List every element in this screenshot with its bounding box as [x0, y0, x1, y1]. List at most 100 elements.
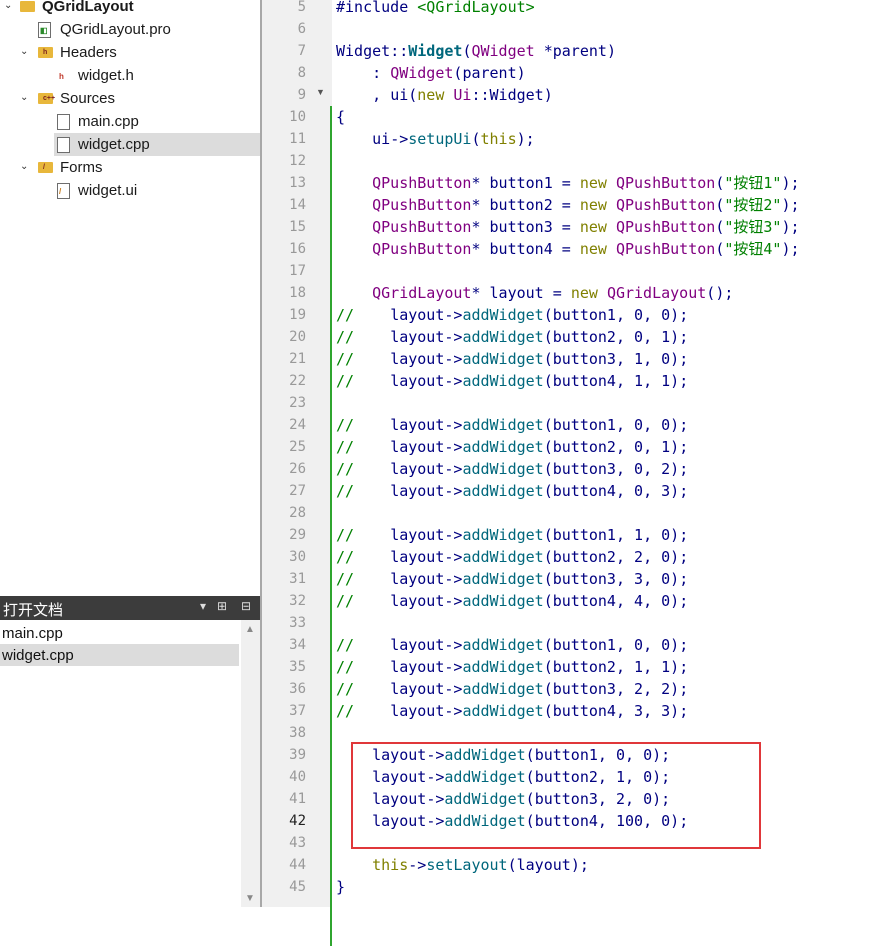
project-tree: ⌄ QGridLayout ◧ QGridLayout.pro ⌄ h Head…	[0, 0, 260, 596]
line-number: 12	[289, 153, 306, 169]
code-line[interactable]: : QWidget(parent)	[372, 64, 526, 82]
code-line[interactable]: Widget::Widget(QWidget *parent)	[336, 42, 616, 60]
code-line[interactable]: // layout->addWidget(button1, 0, 0);	[336, 306, 689, 324]
code-line[interactable]: // layout->addWidget(button4, 0, 3);	[336, 482, 689, 500]
tree-item-label: main.cpp	[78, 113, 139, 130]
line-number: 7	[297, 43, 306, 59]
tree-item-label: Headers	[60, 44, 117, 61]
line-number: 44	[289, 857, 306, 873]
code-line[interactable]: // layout->addWidget(button4, 1, 1);	[336, 372, 689, 390]
code-line[interactable]: ui->setupUi(this);	[372, 130, 535, 148]
code-line[interactable]: // layout->addWidget(button3, 1, 0);	[336, 350, 689, 368]
line-number: 18	[289, 285, 306, 301]
code-line[interactable]: layout->addWidget(button2, 1, 0);	[372, 768, 671, 786]
fold-marker-icon[interactable]: ▼	[316, 87, 325, 97]
open-documents-title: 打开文档	[3, 602, 64, 619]
code-line[interactable]: QGridLayout* layout = new QGridLayout();	[372, 284, 734, 302]
code-line[interactable]: // layout->addWidget(button2, 0, 1);	[336, 328, 689, 346]
tree-item-sources[interactable]: ⌄ c++ Sources	[0, 87, 260, 110]
code-line[interactable]: QPushButton* button2 = new QPushButton("…	[372, 196, 800, 214]
tree-item-main-cpp[interactable]: main.cpp	[0, 110, 260, 133]
open-document-item[interactable]: widget.cpp	[0, 644, 239, 666]
open-documents-panel: 打开文档 ▾ ⊞ ⊟ main.cpp widget.cpp ▲ ▼	[0, 596, 260, 907]
line-number: 22	[289, 373, 306, 389]
code-line[interactable]: }	[336, 878, 346, 896]
code-line[interactable]: // layout->addWidget(button1, 1, 0);	[336, 526, 689, 544]
line-number: 25	[289, 439, 306, 455]
line-number: 36	[289, 681, 306, 697]
line-number: 21	[289, 351, 306, 367]
line-number: 6	[297, 21, 306, 37]
code-line[interactable]: // layout->addWidget(button4, 4, 0);	[336, 592, 689, 610]
tree-item-forms[interactable]: ⌄ / Forms	[0, 156, 260, 179]
open-documents-scrollbar[interactable]: ▲ ▼	[241, 620, 260, 907]
code-line[interactable]: QPushButton* button1 = new QPushButton("…	[372, 174, 800, 192]
split-icon[interactable]: ⊞	[217, 599, 228, 613]
dropdown-icon[interactable]: ▾	[200, 599, 207, 613]
line-number: 35	[289, 659, 306, 675]
chevron-down-icon[interactable]: ⌄	[4, 0, 13, 11]
tree-item-pro-file[interactable]: ◧ QGridLayout.pro	[0, 18, 260, 41]
pro-file-icon: ◧	[38, 21, 54, 38]
cpp-file-icon	[57, 113, 73, 130]
line-number: 13	[289, 175, 306, 191]
headers-folder-icon: h	[38, 44, 54, 60]
tree-item-widget-cpp[interactable]: widget.cpp	[54, 133, 260, 156]
line-number: 27	[289, 483, 306, 499]
code-line[interactable]: #include <QGridLayout>	[336, 0, 535, 16]
line-number: 34	[289, 637, 306, 653]
tree-item-label: QGridLayout	[42, 0, 134, 15]
line-number: 20	[289, 329, 306, 345]
code-line[interactable]: layout->addWidget(button3, 2, 0);	[372, 790, 671, 808]
line-number: 10	[289, 109, 306, 125]
chevron-down-icon[interactable]: ⌄	[20, 46, 29, 57]
code-line[interactable]: this->setLayout(layout);	[372, 856, 589, 874]
code-line[interactable]: layout->addWidget(button4, 100, 0);	[372, 812, 689, 830]
line-number: 14	[289, 197, 306, 213]
code-line[interactable]: QPushButton* button4 = new QPushButton("…	[372, 240, 800, 258]
code-line[interactable]: // layout->addWidget(button2, 0, 1);	[336, 438, 689, 456]
code-line[interactable]: // layout->addWidget(button2, 1, 1);	[336, 658, 689, 676]
tree-item-widget-h[interactable]: h widget.h	[0, 64, 260, 87]
code-line[interactable]: // layout->addWidget(button1, 0, 0);	[336, 636, 689, 654]
tree-item-label: Sources	[60, 90, 116, 107]
line-number: 43	[289, 835, 306, 851]
tree-item-project-root[interactable]: ⌄ QGridLayout	[0, 0, 260, 18]
code-line[interactable]: QPushButton* button3 = new QPushButton("…	[372, 218, 800, 236]
line-number: 16	[289, 241, 306, 257]
header-file-icon: h	[57, 67, 73, 84]
line-number: 31	[289, 571, 306, 587]
line-number: 28	[289, 505, 306, 521]
panel-splitter[interactable]	[260, 0, 262, 907]
line-number: 30	[289, 549, 306, 565]
code-line[interactable]: // layout->addWidget(button3, 3, 0);	[336, 570, 689, 588]
line-number: 33	[289, 615, 306, 631]
change-marker-bar	[330, 106, 332, 946]
code-line[interactable]: // layout->addWidget(button1, 0, 0);	[336, 416, 689, 434]
scroll-down-icon[interactable]: ▼	[245, 893, 255, 904]
tree-item-headers[interactable]: ⌄ h Headers	[0, 41, 260, 64]
line-number: 39	[289, 747, 306, 763]
open-document-label: widget.cpp	[2, 647, 74, 664]
close-panel-icon[interactable]: ⊟	[241, 599, 252, 613]
tree-item-label: widget.ui	[78, 182, 138, 199]
line-number: 19	[289, 307, 306, 323]
tree-item-widget-ui[interactable]: / widget.ui	[0, 179, 260, 202]
code-line[interactable]: // layout->addWidget(button4, 3, 3);	[336, 702, 689, 720]
code-line[interactable]: {	[336, 108, 346, 126]
code-line[interactable]: // layout->addWidget(button3, 2, 2);	[336, 680, 689, 698]
line-number: 23	[289, 395, 306, 411]
line-number: 32	[289, 593, 306, 609]
scroll-up-icon[interactable]: ▲	[245, 624, 255, 635]
chevron-down-icon[interactable]: ⌄	[20, 161, 29, 172]
line-number: 26	[289, 461, 306, 477]
code-line[interactable]: layout->addWidget(button1, 0, 0);	[372, 746, 671, 764]
code-line[interactable]: // layout->addWidget(button3, 0, 2);	[336, 460, 689, 478]
tree-item-label: QGridLayout.pro	[60, 21, 171, 38]
chevron-down-icon[interactable]: ⌄	[20, 92, 29, 103]
code-line[interactable]: // layout->addWidget(button2, 2, 0);	[336, 548, 689, 566]
open-document-item[interactable]: main.cpp	[0, 622, 239, 644]
code-line[interactable]: , ui(new Ui::Widget)	[372, 86, 553, 104]
